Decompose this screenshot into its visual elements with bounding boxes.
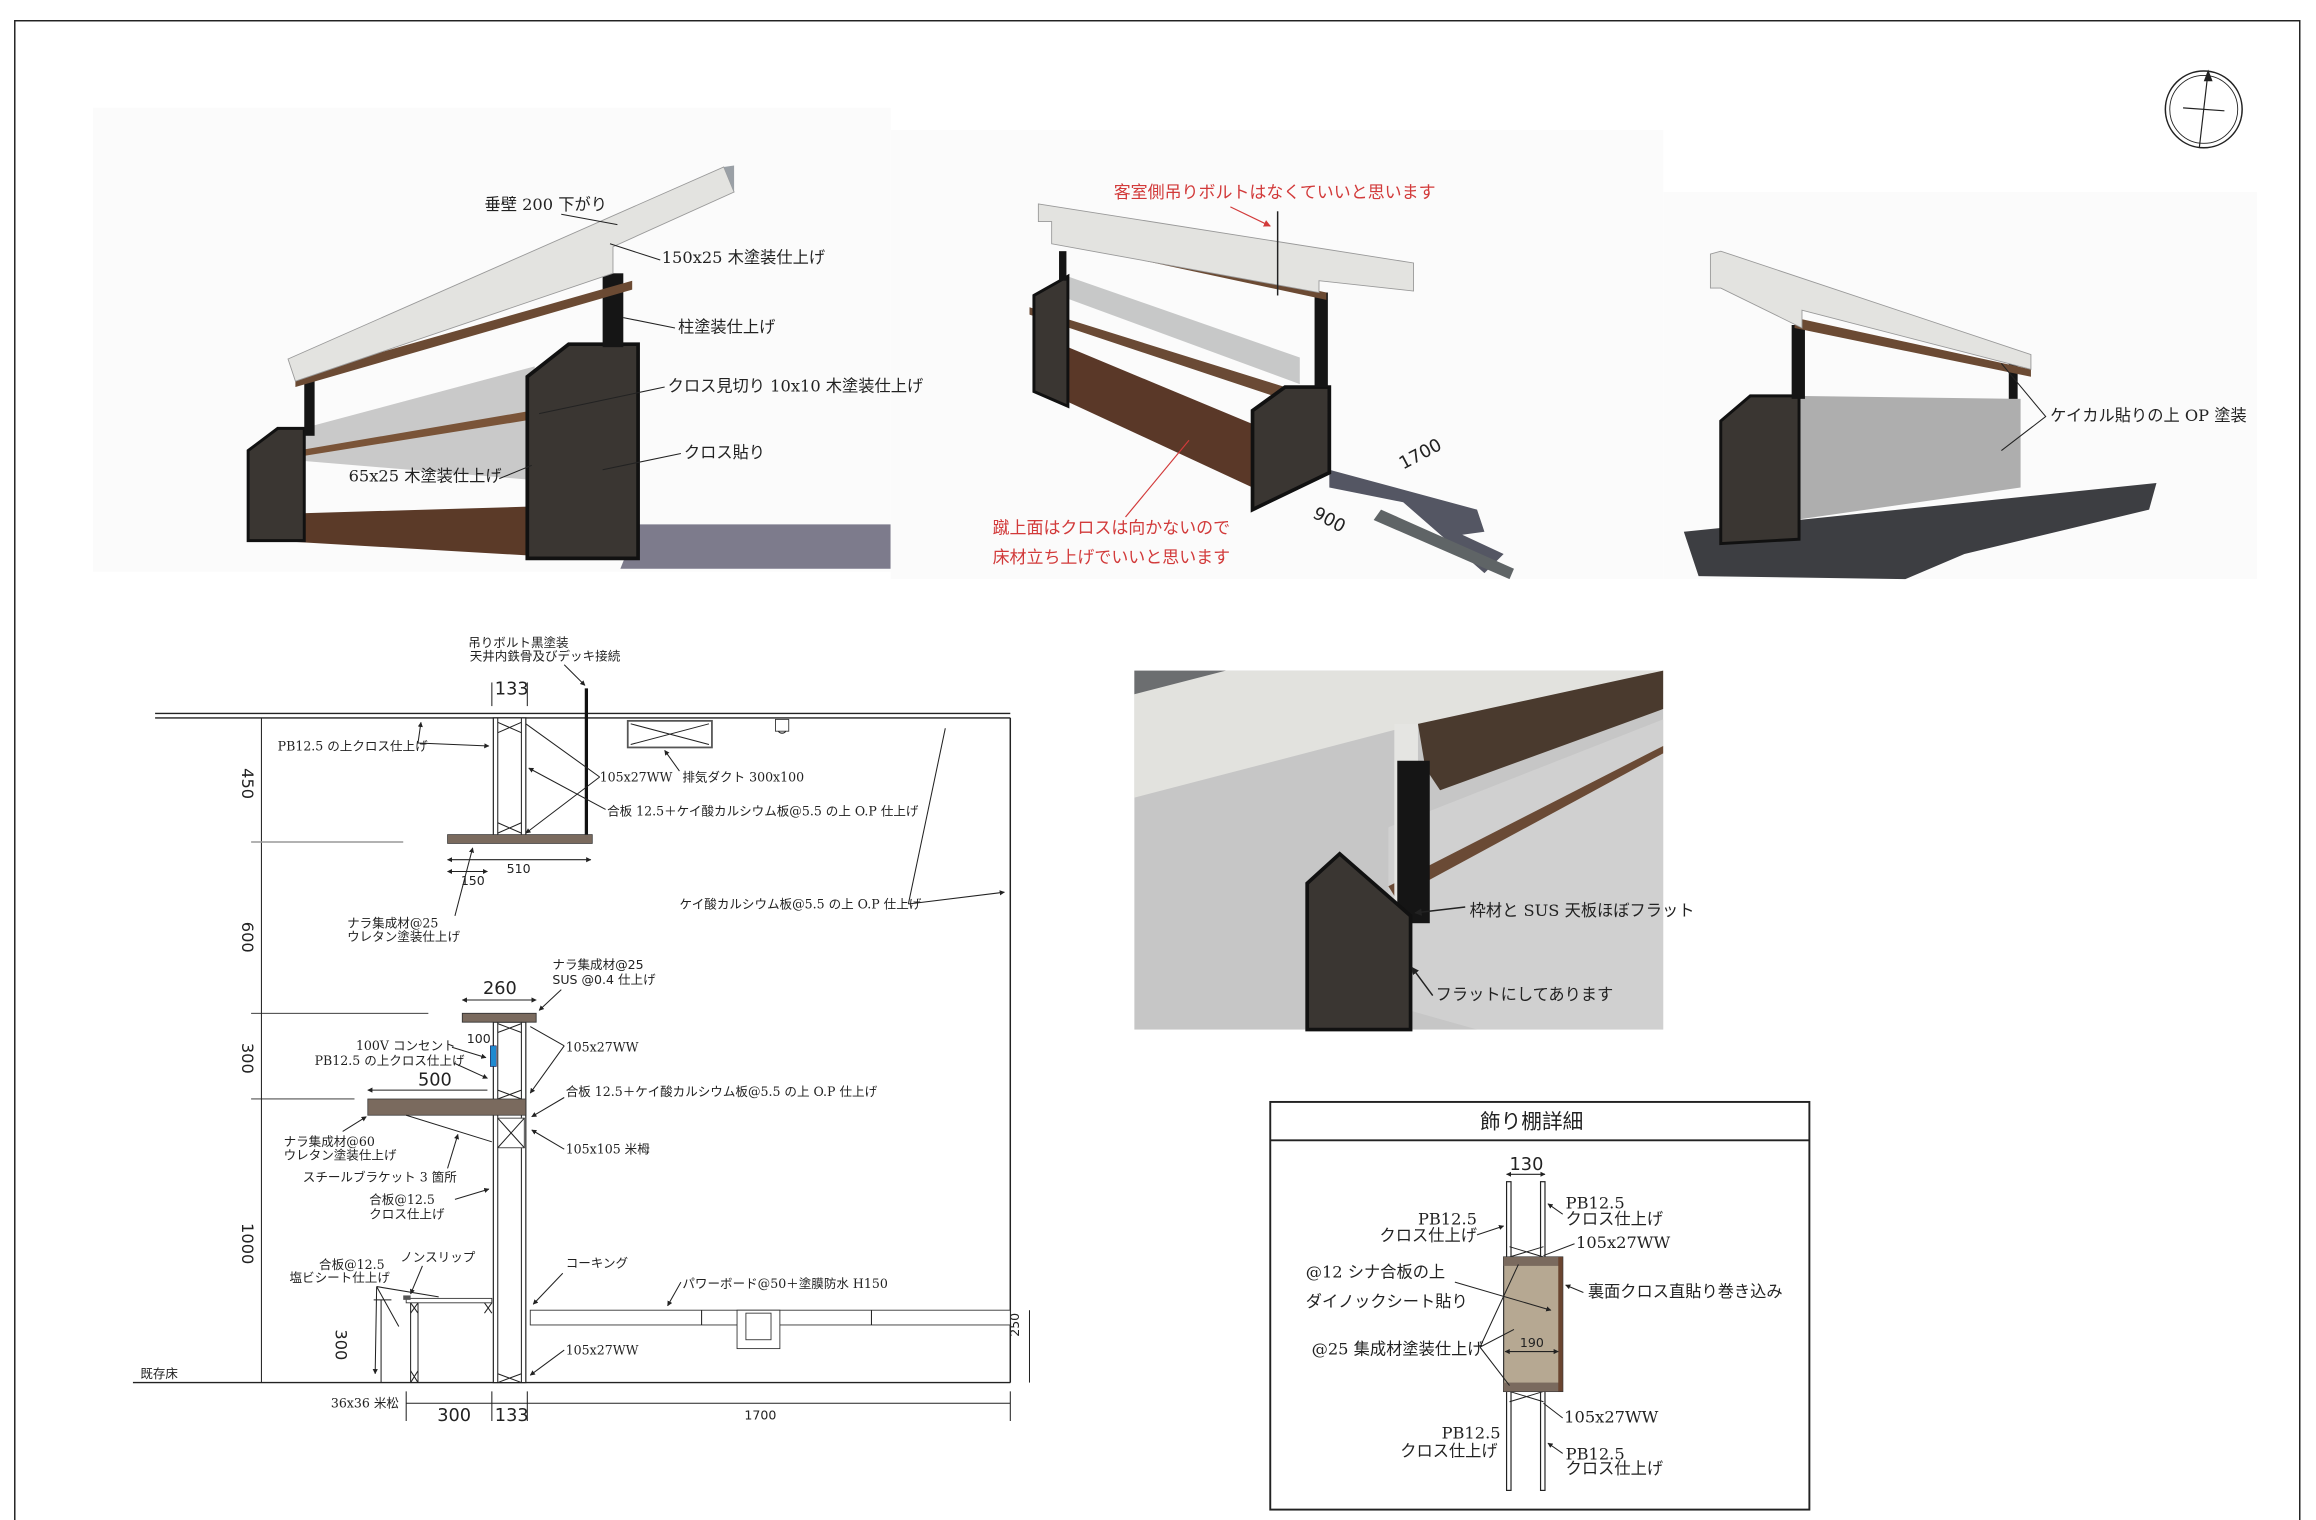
label-bolt-1: 吊りボルト黒塗装 [468, 635, 569, 650]
detail-pb-lt-2: クロス仕上げ [1380, 1226, 1477, 1245]
label-powerboard: パワーボード@50＋塗膜防水 H150 [682, 1276, 887, 1291]
detail-back-cloth: 裏面クロス直貼り巻き込み [1588, 1282, 1783, 1301]
north-arrow-icon [2164, 69, 2243, 149]
dim-510: 510 [507, 861, 531, 876]
detail-pb-rb-1: PB12.5 [1566, 1444, 1625, 1463]
label-made-flat: フラットにしてあります [1436, 985, 1614, 1004]
detail-shina-2: ダイノックシート貼り [1306, 1292, 1468, 1311]
label-nara60-2: ウレタン塗装仕上げ [284, 1148, 397, 1163]
dim-v-450: 450 [238, 768, 257, 799]
dim-150: 150 [461, 873, 485, 888]
label-outlet-2: PB12.5 の上クロス仕上げ [315, 1053, 465, 1068]
label-calcium-right: ケイ酸カルシウム板@5.5 の上 O.P 仕上げ [679, 896, 921, 911]
label-ww-top: 105x27WW [600, 769, 673, 784]
detail-dim-190: 190 [1520, 1335, 1544, 1350]
dim-v-600: 600 [238, 922, 257, 953]
label-ww-bottom: 105x27WW [566, 1343, 639, 1358]
dim-v-1000: 1000 [238, 1223, 257, 1264]
dim-500: 500 [418, 1071, 452, 1091]
detail-shina-1: @12 シナ合板の上 [1306, 1263, 1445, 1282]
dim-right-250: 250 [1007, 1313, 1022, 1337]
comment-hanging-bolt: 客室側吊りボルトはなくていいと思います [1114, 183, 1436, 203]
label-plywood-top: 合板 12.5＋ケイ酸カルシウム板@5.5 の上 O.P 仕上げ [607, 803, 919, 818]
label-nara25-1: ナラ集成材@25 [347, 916, 438, 931]
render-view-1: 垂壁 200 下がり 150x25 木塗装仕上げ 柱塗装仕上げ クロス貼り 65… [93, 107, 891, 572]
detail-title: 飾り棚詳細 [1480, 1110, 1583, 1134]
label-outlet-1: 100V コンセント [356, 1038, 456, 1053]
shelf-detail-box: 飾り棚詳細 130 190 PB12.5 クロス仕上げ PB12.5 クロス仕上… [1269, 1100, 1811, 1511]
render-view-2: 客室側吊りボルトはなくていいと思います 蹴上面はクロスは向かないので 床材立ち上… [890, 130, 1664, 580]
label-duct: 排気ダクト 300x100 [682, 769, 804, 784]
label-pine: 36x36 米松 [331, 1396, 399, 1411]
detail-pb-lt-1: PB12.5 [1418, 1210, 1477, 1229]
sheet-border [14, 20, 2301, 1520]
label-ply-vinyl-2: 塩ビシート仕上げ [290, 1270, 391, 1285]
dim-133-top: 133 [495, 679, 529, 699]
detail-laminated: @25 集成材塗装仕上げ [1312, 1340, 1484, 1359]
label-caulking: コーキング [566, 1255, 629, 1270]
label-cloth: クロス貼り [684, 443, 765, 462]
comment-riser-2: 床材立ち上げでいいと思います [993, 548, 1231, 568]
dim-bench-300: 300 [331, 1329, 350, 1360]
label-plywood-mid: 合板 12.5＋ケイ酸カルシウム板@5.5 の上 O.P 仕上げ [566, 1084, 878, 1099]
label-nara60-1: ナラ集成材@60 [284, 1134, 375, 1149]
label-post-105: 105x105 米栂 [566, 1142, 651, 1157]
label-nara-sus-2: SUS @0.4 仕上げ [552, 972, 656, 987]
label-existing-floor: 既存床 [140, 1366, 178, 1381]
detail-pb-rt-2: クロス仕上げ [1566, 1210, 1663, 1229]
label-bracket: スチールブラケット 3 箇所 [303, 1170, 457, 1185]
label-wood-finish-65: 65x25 木塗装仕上げ [349, 467, 502, 486]
detail-pb-rt-1: PB12.5 [1566, 1193, 1625, 1212]
label-hanging-wall: 垂壁 200 下がり [484, 195, 606, 214]
label-post-paint: 柱塗装仕上げ [678, 317, 775, 336]
label-calcium-board: ケイカル貼りの上 OP 塗装 [2050, 406, 2247, 425]
label-ply-cloth-2: クロス仕上げ [369, 1207, 445, 1222]
label-pb-ceiling: PB12.5 の上クロス仕上げ [278, 738, 428, 753]
dim-260: 260 [483, 979, 517, 999]
detail-ww-top: 105x27WW [1576, 1233, 1670, 1252]
label-nonslip: ノンスリップ [400, 1249, 475, 1264]
label-ply-vinyl-1: 合板@12.5 [319, 1257, 385, 1272]
dim-bottom-133: 133 [495, 1406, 529, 1426]
dim-100: 100 [467, 1031, 491, 1046]
dim-v-300: 300 [238, 1043, 257, 1074]
label-nara25-2: ウレタン塗装仕上げ [347, 929, 460, 944]
label-bolt-2: 天井内鉄骨及びデッキ接続 [470, 648, 621, 663]
label-cloth-trim: クロス見切り 10x10 木塗装仕上げ [668, 376, 924, 395]
dim-bottom-300: 300 [437, 1406, 471, 1426]
outlet-icon [490, 1045, 497, 1067]
label-ply-cloth-1: 合板@12.5 [369, 1192, 435, 1207]
comment-riser-1: 蹴上面はクロスは向かないので [993, 518, 1231, 538]
render-view-4: 枠材と SUS 天板ほぼフラット フラットにしてあります [1134, 670, 1695, 1032]
detail-pb-lb-1: PB12.5 [1442, 1424, 1501, 1443]
detail-pb-rb-2: クロス仕上げ [1566, 1459, 1663, 1478]
detail-pb-lb-2: クロス仕上げ [1400, 1441, 1497, 1460]
detail-ww-bottom: 105x27WW [1564, 1407, 1658, 1426]
label-flush-frame: 枠材と SUS 天板ほぼフラット [1470, 901, 1695, 920]
label-wood-finish-150: 150x25 木塗装仕上げ [662, 248, 825, 267]
section-drawing: 450 600 300 1000 133 510 150 吊りボルト黒塗装 天井… [132, 635, 1031, 1426]
label-ww-mid: 105x27WW [566, 1040, 639, 1055]
dim-bottom-1700: 1700 [744, 1407, 776, 1422]
label-nara-sus-1: ナラ集成材@25 [552, 957, 643, 972]
render-view-3: ケイカル貼りの上 OP 塗装 [1663, 192, 2257, 580]
detail-dim-130: 130 [1510, 1155, 1544, 1175]
